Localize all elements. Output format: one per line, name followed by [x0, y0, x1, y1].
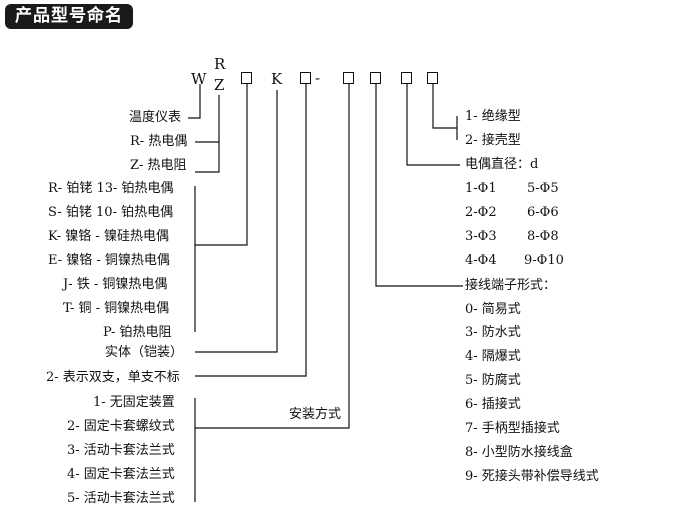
line-dual [195, 84, 307, 377]
code-w: W [191, 70, 207, 88]
label-d2: 2-Φ2 [465, 205, 497, 220]
label-solid: 实体（铠装） [105, 345, 184, 360]
label-type-p: P- 铂热电阻 [103, 325, 172, 340]
label-insulated: 1- 绝缘型 [465, 109, 521, 124]
label-term-0: 0- 简易式 [465, 302, 521, 317]
label-type-e: E- 镍铬 - 铜镍热电偶 [48, 253, 170, 268]
label-d4: 4-Φ4 [465, 253, 497, 268]
line-w [188, 84, 201, 119]
label-install-5: 5- 活动卡套法兰式 [67, 491, 175, 506]
label-type-k: K- 镍铬 - 镍硅热电偶 [48, 229, 169, 244]
label-install-1: 1- 无固定装置 [93, 395, 175, 410]
line-rz [195, 95, 220, 173]
label-term-5: 5- 防腐式 [465, 373, 521, 388]
label-r-thermocouple: R- 热电偶 [130, 134, 188, 149]
label-dual: 2- 表示双支，单支不标 [46, 370, 180, 385]
label-type-j: J- 铁 - 铜镍热电偶 [63, 277, 168, 292]
label-temperature-instrument: 温度仪表 [129, 110, 182, 125]
line-insulation [432, 84, 457, 129]
label-type-r: R- 铂铑 13- 铂热电偶 [48, 181, 174, 196]
label-grounded: 2- 接壳型 [465, 133, 521, 148]
line-k [195, 90, 278, 353]
line-install [195, 84, 350, 429]
label-d10: 9-Φ10 [524, 253, 564, 268]
code-box-insulation [427, 72, 438, 84]
line-diameter [406, 84, 460, 166]
line-terminal [375, 84, 463, 287]
code-z: Z [214, 76, 225, 94]
label-install-2: 2- 固定卡套螺纹式 [67, 419, 175, 434]
label-term-6: 6- 插接式 [465, 397, 521, 412]
label-d1: 1-Φ1 [465, 181, 497, 196]
label-term-3: 3- 防水式 [465, 325, 521, 340]
label-terminal-heading: 接线端子形式： [465, 278, 557, 293]
label-term-9: 9- 死接头带补偿导线式 [465, 469, 599, 484]
label-d3: 3-Φ3 [465, 229, 497, 244]
code-box-type [241, 72, 252, 84]
label-install-method: 安装方式 [289, 407, 342, 422]
label-d6: 6-Φ6 [527, 205, 559, 220]
section-title: 产品型号命名 [5, 4, 133, 29]
label-d5: 5-Φ5 [527, 181, 559, 196]
code-box-terminal [370, 72, 381, 84]
code-r: R [214, 55, 226, 73]
code-box-install [343, 72, 354, 84]
label-install-3: 3- 活动卡套法兰式 [67, 443, 175, 458]
code-box-dual [300, 72, 311, 84]
label-diameter-heading: 电偶直径：d [465, 157, 539, 172]
label-term-7: 7- 手柄型插接式 [465, 421, 560, 436]
code-k: K [271, 70, 283, 88]
label-z-thermistor: Z- 热电阻 [130, 158, 187, 173]
label-install-4: 4- 固定卡套法兰式 [67, 467, 175, 482]
label-type-t: T- 铜 - 铜镍热电偶 [63, 301, 170, 316]
line-type [195, 84, 248, 246]
label-type-s: S- 铂铑 10- 铂热电偶 [48, 205, 174, 220]
label-d8: 8-Φ8 [527, 229, 559, 244]
code-box-diameter [401, 72, 412, 84]
code-dash: - [315, 69, 321, 87]
label-term-4: 4- 隔爆式 [465, 349, 521, 364]
label-term-8: 8- 小型防水接线盒 [465, 445, 573, 460]
